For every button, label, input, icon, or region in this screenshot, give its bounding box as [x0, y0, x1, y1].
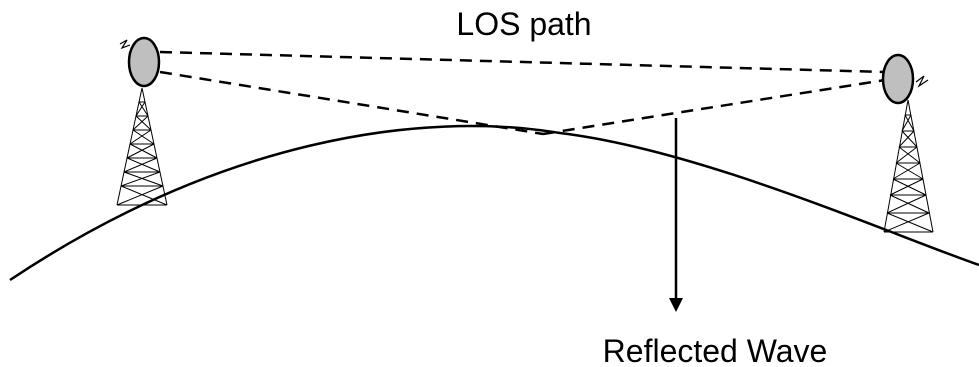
left-antenna-spark-icon — [119, 39, 131, 50]
los-path-line — [159, 50, 886, 74]
reflected-wave-label: Reflected Wave — [603, 333, 828, 367]
right-tower-icon — [883, 99, 934, 233]
left-antenna-dish-icon — [127, 36, 161, 88]
right-antenna-spark-icon — [915, 75, 929, 88]
reflected-path-incident-line — [159, 70, 544, 136]
los-path-label: LOS path — [456, 6, 591, 42]
reflected-wave-arrowhead-icon — [669, 298, 683, 312]
reflected-path-outgoing-line — [542, 78, 886, 136]
left-tower-icon — [116, 87, 168, 206]
right-antenna-dish-icon — [881, 53, 915, 105]
